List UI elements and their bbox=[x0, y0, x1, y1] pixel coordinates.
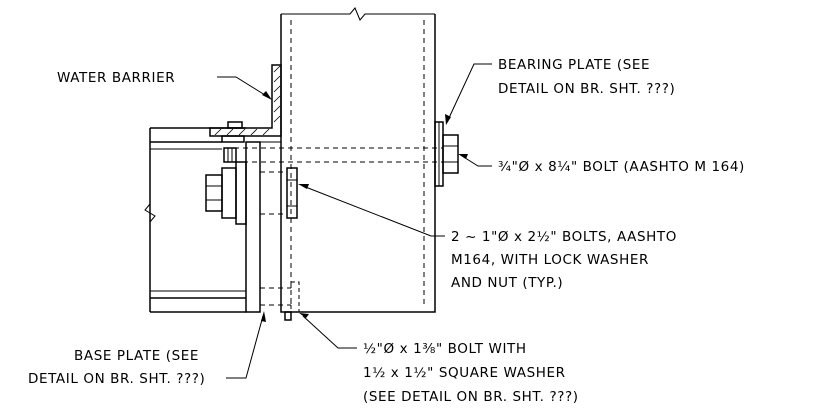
beam-bolt-nut bbox=[205, 147, 298, 225]
half-inch-bolt bbox=[260, 281, 300, 321]
water-barrier-label: WATER BARRIER bbox=[57, 70, 175, 86]
bearing-plate-label-line1: BEARING PLATE (SEE bbox=[498, 57, 650, 73]
half-bolt-label-line3: (SEE DETAIL ON BR. SHT. ???) bbox=[363, 389, 579, 405]
post bbox=[280, 7, 436, 313]
bearing-plate-label-line2: DETAIL ON BR. SHT. ???) bbox=[498, 81, 675, 97]
beam bbox=[144, 127, 246, 313]
water-barrier bbox=[209, 64, 282, 137]
base-plate-label-line2: DETAIL ON BR. SHT. ???) bbox=[28, 371, 205, 387]
labels: WATER BARRIER BEARING PLATE (SEE DETAIL … bbox=[28, 57, 745, 405]
base-plate-label-line1: BASE PLATE (SEE bbox=[74, 348, 199, 364]
bolt-34-label: ¾"Ø x 8¼" BOLT (AASHTO M 164) bbox=[498, 159, 745, 175]
half-bolt-label-line1: ½"Ø x 1⅜" BOLT WITH bbox=[363, 341, 527, 357]
bolts-2-label-line2: M164, WITH LOCK WASHER bbox=[451, 252, 649, 268]
barrier-bolt bbox=[221, 121, 245, 143]
half-bolt-label-line2: 1½ x 1½" SQUARE WASHER bbox=[363, 365, 566, 381]
bearing-plate bbox=[434, 121, 444, 187]
base-plate bbox=[245, 141, 281, 313]
leader-lines bbox=[217, 63, 492, 379]
bolts-2-label-line3: AND NUT (TYP.) bbox=[451, 275, 563, 291]
bolts-2-label-line1: 2 ~ 1"Ø x 2½" BOLTS, AASHTO bbox=[451, 229, 677, 245]
